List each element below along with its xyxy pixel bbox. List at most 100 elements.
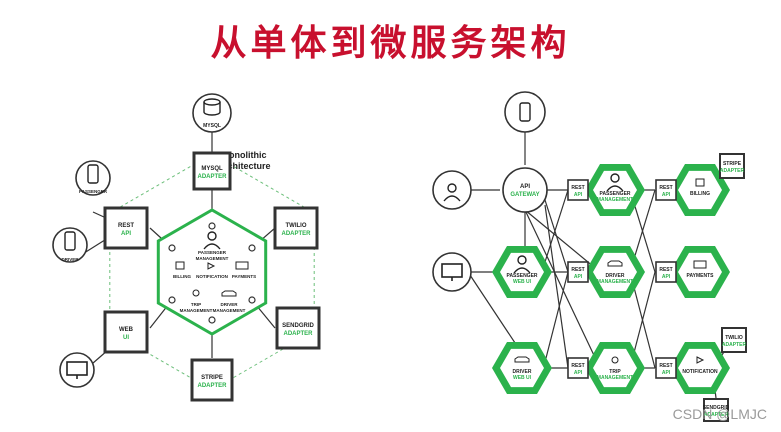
api-gateway-node xyxy=(502,167,548,213)
driver-mgmt-service-label: DRIVER xyxy=(606,273,625,279)
sendgrid-adapter-box-label: SENDGRID xyxy=(703,405,730,411)
passenger-node xyxy=(75,160,111,196)
payments-service-icon xyxy=(693,260,707,269)
port-sendgrid xyxy=(248,296,256,304)
notification-service-label: NOTIFICATION xyxy=(682,369,718,375)
rest-api-box-3 xyxy=(655,179,677,201)
desktop-node xyxy=(432,252,472,292)
web-ui-box-label: WEB xyxy=(119,327,134,333)
micro-link-14 xyxy=(524,209,601,369)
rest-api-box-3-sublabel: API xyxy=(662,192,671,198)
user-icon-body xyxy=(443,195,461,202)
database-icon-body xyxy=(203,102,221,116)
trip-service-pin-icon xyxy=(611,356,619,364)
driver-node xyxy=(52,227,88,263)
rest-api-box-2-sublabel: API xyxy=(574,370,583,376)
car-icon xyxy=(221,290,237,297)
rest-api-box-5-sublabel: API xyxy=(662,370,671,376)
twilio-adapter-box-label: TWILIO xyxy=(725,335,743,341)
mysql-label: MYSQL xyxy=(203,123,221,129)
port-mysql xyxy=(208,222,216,230)
driver-service-car-icon xyxy=(607,260,623,267)
api-gateway-sublabel: GATEWAY xyxy=(510,192,539,198)
rest-api-box-2 xyxy=(567,357,589,379)
rest-api-box-5-label: REST xyxy=(659,363,672,369)
stripe-adapter-box-sublabel: ADAPTER xyxy=(720,168,745,174)
monolith-caption-line2: Architecture xyxy=(217,161,270,171)
sendgrid-adapter-box-sublabel: ADAPTER xyxy=(704,412,729,418)
passenger-mgmt-service-label: PASSENGER xyxy=(599,191,630,197)
rest-api-box-3-label: REST xyxy=(659,185,672,191)
driver-label: DRIVER xyxy=(61,257,79,262)
payments-service-label: PAYMENTS xyxy=(687,273,715,279)
passenger-web-icon-body xyxy=(513,267,531,274)
trip-mgmt-service-inner xyxy=(593,348,637,388)
rest-api-box-2-label: REST xyxy=(571,363,584,369)
trip-mgmt-service-sublabel: MANAGEMENT xyxy=(597,375,633,381)
rest-api-box xyxy=(103,206,149,250)
rest-api-box-0-sublabel: API xyxy=(574,192,583,198)
page-title: 从单体到微服务架构 xyxy=(210,23,571,64)
user-icon xyxy=(447,183,457,193)
driver-web-car-icon xyxy=(514,356,530,363)
passenger-web-icon xyxy=(517,255,527,265)
passenger-mgmt-service-sublabel: MANAGEMENT xyxy=(597,197,633,203)
micro-link-16 xyxy=(544,271,569,363)
web-ui-box-sublabel: UI xyxy=(123,335,129,341)
payments-service-inner xyxy=(678,252,722,292)
passenger-mgmt-icon xyxy=(207,231,217,241)
port-twilio xyxy=(248,244,256,252)
passenger-web-ui-service-inner xyxy=(500,252,544,292)
rest-api-box-0-label: REST xyxy=(571,185,584,191)
watermark: CSDN @LMJC xyxy=(672,406,767,422)
billing-service-icon xyxy=(695,178,705,187)
driver-mgmt-service-sublabel: MANAGEMENT xyxy=(597,279,633,285)
rest-api-box-0 xyxy=(567,179,589,201)
rest-api-box-1 xyxy=(567,261,589,283)
port-stripe xyxy=(208,316,216,324)
micro-link-11 xyxy=(544,204,569,369)
notification-label: NOTIFICATION xyxy=(196,274,228,279)
passenger-phone-icon xyxy=(87,164,99,184)
stripe-adapter-box xyxy=(719,153,745,179)
mysql-adapter-box xyxy=(192,151,232,191)
rest-api-box-label: REST xyxy=(118,223,134,229)
twilio-adapter-box xyxy=(273,206,319,250)
billing-label: BILLING xyxy=(173,274,191,279)
billing-service-inner xyxy=(678,170,722,210)
driver-mgmt-label: DRIVER xyxy=(220,302,238,307)
twilio-adapter-box-label: TWILIO xyxy=(286,223,307,229)
twilio-adapter-box-sublabel: ADAPTER xyxy=(722,342,747,348)
trip-mgmt-sublabel: MANAGEMENT xyxy=(180,308,213,313)
monolith-caption-line1: Monolithic xyxy=(222,150,267,160)
billing-icon xyxy=(175,261,185,270)
mysql-adapter-box-label: MYSQL xyxy=(201,166,223,172)
mobile-phone-icon xyxy=(519,102,531,122)
driver-web-ui-service-sublabel: WEB UI xyxy=(513,375,532,381)
passenger-web-ui-service-label: PASSENGER xyxy=(506,273,537,279)
billing-service-label: BILLING xyxy=(690,191,710,197)
sendgrid-adapter-box-label: SENDGRID xyxy=(282,323,314,329)
rest-api-box-sublabel: API xyxy=(121,231,131,237)
monitor-node xyxy=(59,352,95,388)
mobile-node xyxy=(504,91,546,133)
mysql-node xyxy=(192,93,232,133)
api-gateway-label: API xyxy=(520,184,530,190)
driver-web-ui-service-inner xyxy=(500,348,544,388)
rest-api-box-4-label: REST xyxy=(659,267,672,273)
user-node xyxy=(432,170,472,210)
driver-mgmt-service-inner xyxy=(593,252,637,292)
web-ui-box xyxy=(103,310,149,354)
passenger-label: PASSENGER xyxy=(79,189,108,194)
passenger-web-ui-service-sublabel: WEB UI xyxy=(513,279,532,285)
rest-api-box-1-sublabel: API xyxy=(574,274,583,280)
rest-api-box-1-label: REST xyxy=(571,267,584,273)
passenger-mgmt-service-inner xyxy=(593,170,637,210)
stripe-adapter-box-label: STRIPE xyxy=(723,161,742,167)
mysql-adapter-box-sublabel: ADAPTER xyxy=(197,174,227,180)
driver-web-ui-service-label: DRIVER xyxy=(513,369,532,375)
twilio-adapter-box xyxy=(721,327,747,353)
sendgrid-adapter-box-sublabel: ADAPTER xyxy=(283,331,313,337)
payments-label: PAYMENTS xyxy=(232,274,256,279)
